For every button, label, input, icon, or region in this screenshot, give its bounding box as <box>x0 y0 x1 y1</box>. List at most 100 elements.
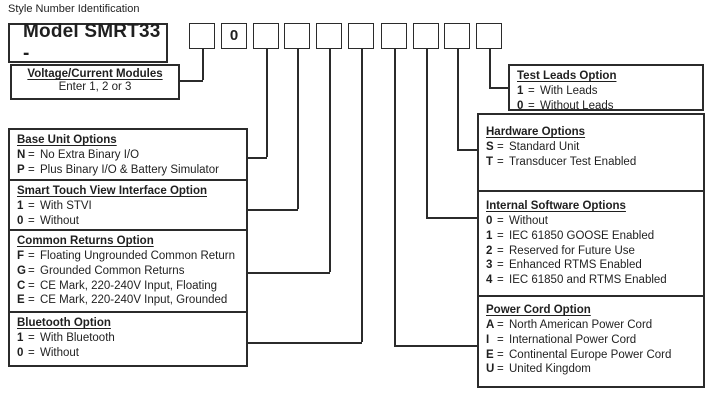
option-row: 2 = Reserved for Future Use <box>486 244 698 259</box>
option-row: 1 = With Leads <box>517 84 697 99</box>
option-label: CE Mark, 220-240V Input, Grounded <box>40 294 228 307</box>
option-equals: = <box>497 333 504 346</box>
voltage-current-modules-subtext: Enter 1, 2 or 3 <box>58 81 132 93</box>
option-equals: = <box>28 250 35 262</box>
option-code: U <box>486 363 495 376</box>
option-label: Without <box>40 214 79 227</box>
option-row: 1 = With Bluetooth <box>17 331 241 346</box>
option-code: 0 <box>17 214 24 227</box>
option-code: 0 <box>17 346 24 359</box>
test-leads-option-box: Test Leads Option 1 = With Leads 0 = Wit… <box>508 64 704 112</box>
style-digit-box-8 <box>413 23 439 49</box>
option-equals: = <box>497 155 504 168</box>
option-code: 0 <box>517 99 524 112</box>
smart-touch-view-interface-box: Smart Touch View Interface Option 1 = Wi… <box>8 179 248 231</box>
option-row: P = Plus Binary I/O & Battery Simulator <box>17 163 241 178</box>
hardware-options-heading: Hardware Options <box>486 126 586 138</box>
test-leads-option-heading: Test Leads Option <box>517 70 617 82</box>
option-code: 1 <box>517 85 524 97</box>
option-code: I <box>486 333 490 346</box>
power-cord-option-box: Power Cord Option A = North American Pow… <box>477 295 705 388</box>
option-code: 1 <box>17 332 24 344</box>
option-code: G <box>17 264 26 277</box>
option-equals: = <box>497 229 504 242</box>
option-equals: = <box>28 279 35 292</box>
option-label: With STVI <box>40 200 92 212</box>
bluetooth-option-heading: Bluetooth Option <box>17 317 111 329</box>
option-label: United Kingdom <box>509 363 591 376</box>
option-label: Grounded Common Returns <box>40 264 185 277</box>
page-title: Style Number Identification <box>8 3 140 15</box>
option-row: 4 = IEC 61850 and RTMS Enabled <box>486 273 698 288</box>
option-label: No Extra Binary I/O <box>40 149 140 161</box>
connector-digit5-vertical <box>329 49 331 272</box>
connector-digit8-to-internal-software <box>426 217 477 219</box>
option-equals: = <box>528 85 535 97</box>
option-equals: = <box>497 319 504 331</box>
internal-software-options-heading: Internal Software Options <box>486 200 626 212</box>
connector-digit1-vertical <box>202 49 204 80</box>
connector-digit5-to-common-returns <box>246 272 330 274</box>
model-label: Model SMRT33 - <box>23 21 161 64</box>
connector-digit6-vertical <box>361 49 363 342</box>
option-code: 0 <box>486 215 493 227</box>
connector-digit7-to-power-cord <box>394 345 477 347</box>
option-equals: = <box>528 99 535 112</box>
voltage-current-modules-heading: Voltage/Current Modules <box>27 68 163 80</box>
option-code: P <box>17 163 25 176</box>
internal-software-options-box: Internal Software Options 0 = Without 1 … <box>477 190 705 297</box>
option-equals: = <box>497 259 504 272</box>
option-code: F <box>17 250 25 262</box>
connector-digit3-to-base-unit <box>246 157 267 159</box>
option-row: U = United Kingdom <box>486 362 698 377</box>
option-equals: = <box>28 294 35 307</box>
connector-digit10-vertical <box>489 49 491 87</box>
option-equals: = <box>28 200 35 212</box>
option-label: North American Power Cord <box>509 319 653 331</box>
style-digit-box-9 <box>444 23 470 49</box>
option-row: T = Transducer Test Enabled <box>486 155 698 170</box>
style-digit-box-5 <box>316 23 342 49</box>
option-label: International Power Cord <box>509 333 637 346</box>
option-equals: = <box>497 215 504 227</box>
option-code: E <box>486 348 494 361</box>
option-code: 1 <box>486 229 493 242</box>
common-returns-option-box: Common Returns Option F = Floating Ungro… <box>8 229 248 313</box>
option-row: 1 = IEC 61850 GOOSE Enabled <box>486 229 698 244</box>
option-equals: = <box>497 348 504 361</box>
option-row: 0 = Without <box>17 214 241 229</box>
connector-digit1-to-voltage-modules <box>180 80 203 82</box>
option-code: 4 <box>486 274 493 287</box>
option-label: Standard Unit <box>509 141 580 153</box>
base-unit-options-box: Base Unit Options N = No Extra Binary I/… <box>8 128 248 181</box>
option-equals: = <box>497 141 504 153</box>
option-equals: = <box>28 214 35 227</box>
style-digit-box-10 <box>476 23 502 49</box>
option-equals: = <box>28 163 35 176</box>
option-code: S <box>486 141 494 153</box>
hardware-options-box: Hardware Options S = Standard Unit T = T… <box>477 113 705 192</box>
option-label: IEC 61850 GOOSE Enabled <box>509 229 655 242</box>
option-row: E = Continental Europe Power Cord <box>486 348 698 363</box>
style-digit-box-1 <box>189 23 215 49</box>
model-box: Model SMRT33 - <box>8 21 168 64</box>
option-row: I = International Power Cord <box>486 333 698 348</box>
option-label: Plus Binary I/O & Battery Simulator <box>40 163 219 176</box>
connector-digit7-vertical <box>394 49 396 345</box>
connector-digit9-vertical <box>457 49 459 149</box>
style-digit-box-2: 0 <box>221 23 247 49</box>
voltage-current-modules-box: Voltage/Current Modules Enter 1, 2 or 3 <box>10 64 180 100</box>
option-label: Floating Ungrounded Common Return <box>40 250 235 262</box>
option-row: A = North American Power Cord <box>486 318 698 333</box>
option-equals: = <box>497 274 504 287</box>
option-label: Transducer Test Enabled <box>509 155 637 168</box>
option-code: T <box>486 155 494 168</box>
option-row: C = CE Mark, 220-240V Input, Floating <box>17 279 241 294</box>
style-digit-box-7 <box>381 23 407 49</box>
smart-touch-view-interface-heading: Smart Touch View Interface Option <box>17 185 207 197</box>
option-label: Without Leads <box>540 99 614 112</box>
common-returns-option-heading: Common Returns Option <box>17 235 154 247</box>
connector-digit10-to-test-leads <box>489 87 508 89</box>
option-code: 2 <box>486 244 493 257</box>
